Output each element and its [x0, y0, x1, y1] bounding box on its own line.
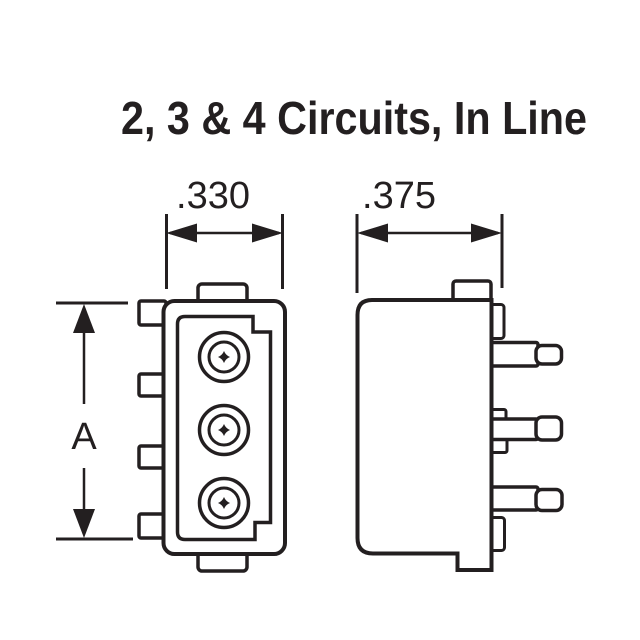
pin-3-stem — [485, 485, 540, 512]
contact-socket-1 — [200, 333, 249, 382]
front-width-value: .330 — [176, 175, 250, 217]
arrow-right-icon — [252, 223, 283, 243]
pin-3-tip — [534, 487, 564, 513]
side-width-value: .375 — [362, 175, 436, 217]
height-dimension: A — [56, 301, 133, 541]
arrow-left-icon — [166, 223, 197, 243]
side-width-dimension: .375 — [355, 175, 504, 293]
page-title: 2, 3 & 4 Circuits, In Line — [121, 92, 587, 144]
front-view — [137, 282, 287, 573]
arrow-down-icon — [73, 509, 95, 538]
side-view — [355, 279, 564, 572]
contact-socket-2 — [200, 406, 249, 455]
arrow-right-icon — [471, 223, 502, 243]
arrow-up-icon — [73, 304, 95, 333]
pin-1-stem — [485, 340, 540, 368]
pin-2-stem — [485, 417, 540, 442]
height-dimension-label: A — [71, 416, 97, 458]
contact-socket-3 — [200, 479, 249, 528]
pin-1-tip — [534, 343, 564, 366]
pin-2-tip — [534, 415, 564, 442]
front-width-dimension: .330 — [165, 175, 284, 289]
arrow-left-icon — [357, 223, 388, 243]
side-body-outline — [355, 298, 494, 572]
